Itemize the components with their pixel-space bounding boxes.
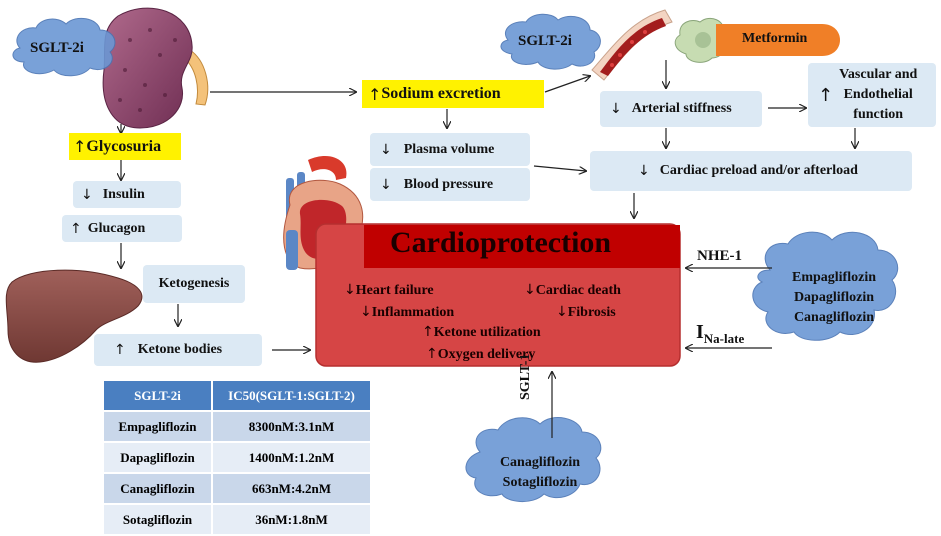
table-cell: 36nM:1.8nM [212, 504, 370, 536]
down-arrow-icon: ↓ [380, 141, 392, 158]
blood-pressure-box: ↓ Blood pressure [370, 168, 530, 201]
ketone-utilization-item: ↑Ketone utilization [422, 324, 541, 341]
fibrosis-item: ↓Fibrosis [556, 304, 616, 321]
ic50-table: SGLT-2i IC50(SGLT-1:SGLT-2) Empagliflozi… [104, 381, 370, 536]
ina-main: I [696, 321, 704, 343]
vascular-label-line1: Vascular and [839, 67, 918, 82]
plasma-volume-box: ↓ Plasma volume [370, 133, 530, 166]
up-arrow-icon: ↑ [426, 346, 438, 362]
down-arrow-icon: ↓ [380, 176, 392, 193]
vascular-endothelial-box: ↑ Vascular and Endothelial function [808, 63, 936, 127]
insulin-box: ↓ Insulin [73, 181, 181, 208]
table-cell: Empagliflozin [104, 411, 213, 443]
down-arrow-icon: ↓ [81, 186, 93, 203]
cloud-bottom-drug-2: Sotagliflozin [502, 475, 578, 490]
sglt2i-top-label: SGLT-2i [518, 33, 572, 49]
table-cell: 663nM:4.2nM [212, 473, 370, 505]
cloud-right-drug-3: Canagliflozin [793, 310, 875, 325]
sglt1-label: SGLT-1 [518, 353, 533, 400]
ketone-utilization-label: Ketone utilization [433, 325, 541, 340]
blood-pressure-label: Blood pressure [403, 176, 494, 192]
ina-sub: Na-late [703, 331, 745, 346]
down-arrow-icon: ↓ [524, 282, 536, 298]
table-header-cell: IC50(SGLT-1:SGLT-2) [212, 381, 370, 412]
up-arrow-icon: ↑ [818, 84, 834, 106]
cardiac-death-item: ↓Cardiac death [524, 282, 621, 299]
blood-vessel-illustration [591, 9, 673, 81]
table-row: Dapagliflozin 1400nM:1.2nM [104, 442, 370, 474]
down-arrow-icon: ↓ [344, 282, 356, 298]
glycosuria-box: ↑ Glycosuria [69, 133, 181, 160]
cloud-right-drug-1: Empagliflozin [791, 270, 876, 285]
table-cell: Sotagliflozin [104, 504, 213, 536]
table-cell: 1400nM:1.2nM [212, 442, 370, 474]
table-cell: 8300nM:3.1nM [212, 411, 370, 443]
ketogenesis-box: Ketogenesis [143, 265, 245, 303]
endothelial-cell-illustration [674, 18, 728, 63]
arterial-stiffness-box: ↓ Arterial stiffness [600, 91, 762, 127]
cardiac-load-label: Cardiac preload and/or afterload [659, 163, 858, 178]
oxygen-delivery-item: ↑Oxygen delivery [426, 346, 535, 363]
down-arrow-icon: ↓ [638, 163, 650, 179]
kidney-illustration [102, 7, 209, 129]
arrow-volume-load [533, 165, 586, 171]
sodium-excretion-label: Sodium excretion [381, 85, 501, 102]
ketone-bodies-box: ↑ Ketone bodies [94, 334, 262, 366]
up-arrow-icon: ↑ [368, 84, 382, 104]
down-arrow-icon: ↓ [360, 304, 372, 320]
cloud-right-text: Empagliflozin Dapagliflozin Canagliflozi… [782, 268, 886, 328]
metformin-shape [716, 24, 840, 56]
cloud-sglt2i-left [12, 17, 116, 77]
up-arrow-icon: ↑ [70, 220, 82, 237]
vascular-label-line2: Endothelial [843, 87, 913, 102]
vascular-label-line3: function [853, 107, 904, 122]
table-cell: Dapagliflozin [104, 442, 213, 474]
glycosuria-label: Glycosuria [86, 137, 162, 155]
down-arrow-icon: ↓ [610, 101, 622, 117]
heart-failure-label: Heart failure [355, 283, 434, 298]
up-arrow-icon: ↑ [422, 324, 434, 340]
glucagon-box: ↑ Glucagon [62, 215, 182, 242]
oxygen-delivery-label: Oxygen delivery [437, 347, 536, 362]
nhe1-label: NHE-1 [697, 248, 742, 264]
metformin-label: Metformin [742, 31, 808, 46]
cardioprotection-header [364, 225, 680, 268]
ketogenesis-label: Ketogenesis [158, 276, 230, 291]
arrow-sodium-vessel [544, 76, 590, 93]
glucagon-label: Glucagon [87, 220, 146, 236]
cloud-bottom [465, 417, 602, 502]
cardioprotection-title: Cardioprotection [390, 226, 612, 259]
table-header-row: SGLT-2i IC50(SGLT-1:SGLT-2) [104, 381, 370, 412]
inflammation-item: ↓Inflammation [360, 304, 454, 321]
cardiac-load-box: ↓ Cardiac preload and/or afterload [590, 151, 912, 191]
ina-late-label: INa-late [696, 321, 744, 347]
sodium-excretion-box: ↑ Sodium excretion [362, 80, 544, 108]
up-arrow-icon: ↑ [114, 342, 126, 358]
cloud-bottom-drug-1: Canagliflozin [499, 455, 581, 470]
cloud-bottom-text: Canagliflozin Sotagliflozin [488, 453, 592, 493]
down-arrow-icon: ↓ [556, 304, 568, 320]
sglt2i-left-label: SGLT-2i [30, 40, 84, 56]
ketone-bodies-label: Ketone bodies [137, 342, 223, 357]
table-row: Canagliflozin 663nM:4.2nM [104, 473, 370, 505]
table-row: Empagliflozin 8300nM:3.1nM [104, 411, 370, 443]
cardiac-death-label: Cardiac death [535, 283, 621, 298]
cloud-right [752, 231, 899, 341]
cloud-right-drug-2: Dapagliflozin [793, 290, 875, 305]
heart-failure-item: ↓Heart failure [344, 282, 434, 299]
liver-illustration [5, 269, 143, 363]
fibrosis-label: Fibrosis [567, 305, 616, 320]
plasma-volume-label: Plasma volume [403, 141, 495, 157]
cloud-sglt2i-top [500, 13, 601, 70]
inflammation-label: Inflammation [371, 305, 455, 320]
up-arrow-icon: ↑ [73, 137, 87, 156]
table-cell: Canagliflozin [104, 473, 213, 505]
arterial-stiffness-label: Arterial stiffness [631, 101, 732, 116]
insulin-label: Insulin [102, 186, 145, 202]
table-row: Sotagliflozin 36nM:1.8nM [104, 504, 370, 536]
table-header-cell: SGLT-2i [104, 381, 213, 412]
